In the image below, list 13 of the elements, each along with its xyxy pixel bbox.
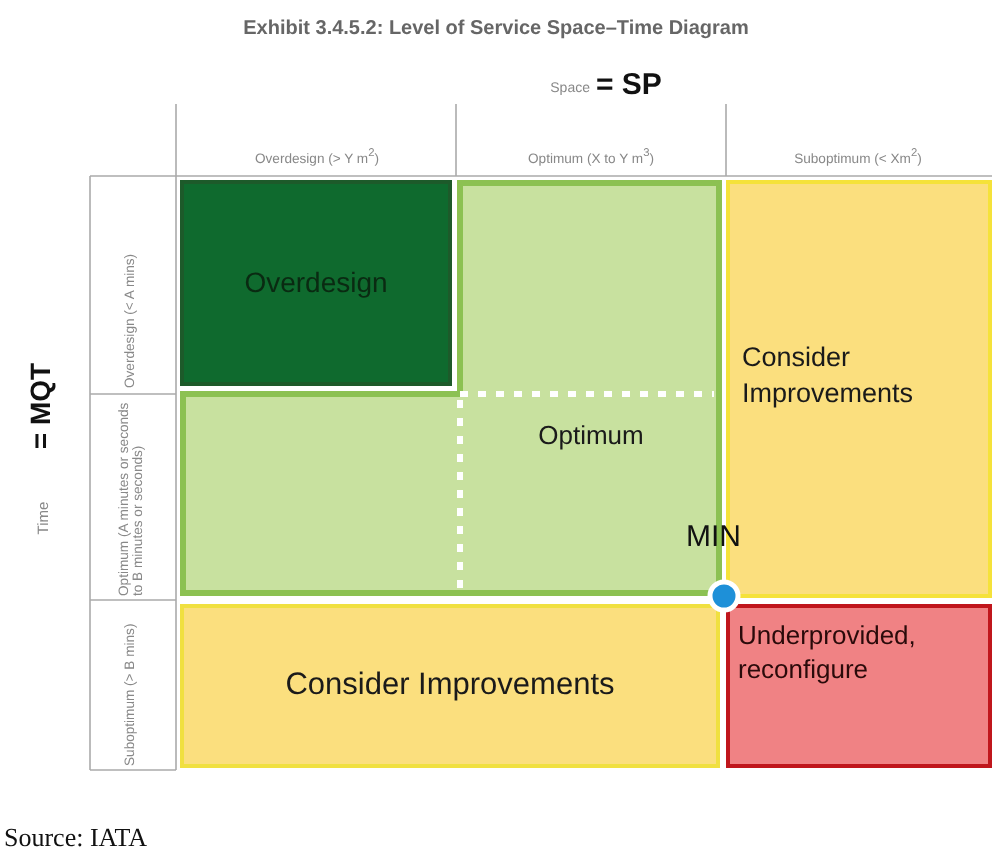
point-label: MIN: [686, 522, 743, 555]
region-label: Consider Improvements: [285, 665, 615, 706]
region-label: Consider Improvements: [742, 340, 916, 411]
diagram-title: Exhibit 3.4.5.2: Level of Service Space–Time Diagram: [241, 18, 751, 40]
region-label: Optimum: [536, 420, 646, 454]
axis-label: = MQT: [24, 360, 59, 452]
underprovided-region: [726, 604, 992, 768]
region-label: Overdesign: [244, 264, 388, 302]
region-label: Underprovided, reconfigure: [738, 620, 918, 688]
overdesign-region: [180, 180, 452, 386]
source-note: Source: IATA: [4, 824, 150, 853]
improvement-region: [180, 604, 720, 768]
axis-label: = SP: [596, 70, 664, 103]
